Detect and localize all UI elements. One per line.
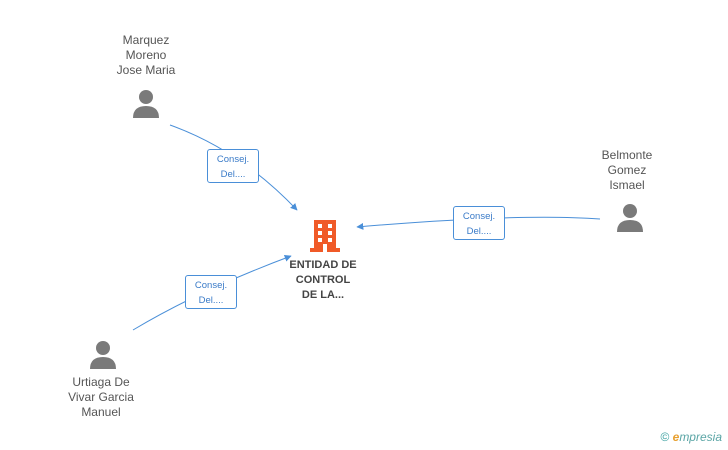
company-name-line: ENTIDAD DE [289, 259, 357, 271]
person-name-line: Manuel [81, 405, 121, 419]
role-box-belmonte[interactable]: Consej. Del.... [453, 206, 505, 240]
footer-brand[interactable]: © empresia [660, 430, 722, 444]
person-name-line: Jose Maria [116, 63, 176, 77]
person-name-line: Moreno [125, 48, 167, 62]
brand-name: mpresia [679, 430, 722, 444]
role-box-urtiaga[interactable]: Consej. Del.... [185, 275, 237, 309]
person-name-line: Urtiaga De [72, 375, 130, 389]
copyright-icon: © [660, 430, 670, 444]
person-icon[interactable] [130, 88, 162, 120]
company-name-line: CONTROL [295, 274, 351, 286]
person-label-marquez[interactable]: Marquez Moreno Jose Maria [86, 33, 206, 78]
company-label[interactable]: ENTIDAD DE CONTROL DE LA... [268, 258, 378, 303]
person-name-line: Ismael [609, 178, 645, 192]
person-icon[interactable] [87, 339, 119, 371]
role-line: Del.... [220, 169, 246, 180]
brand-initial: e [672, 430, 680, 444]
person-name-line: Gomez [607, 163, 647, 177]
person-label-urtiaga[interactable]: Urtiaga De Vivar Garcia Manuel [41, 375, 161, 420]
person-icon[interactable] [614, 202, 646, 234]
person-name-line: Belmonte [601, 148, 653, 162]
role-line: Del.... [466, 226, 492, 237]
role-line: Consej. [194, 280, 228, 291]
role-line: Consej. [462, 211, 496, 222]
person-name-line: Vivar Garcia [68, 390, 134, 404]
role-line: Del.... [198, 295, 224, 306]
building-icon[interactable] [310, 218, 340, 252]
person-label-belmonte[interactable]: Belmonte Gomez Ismael [567, 148, 687, 193]
person-name-line: Marquez [122, 33, 170, 47]
role-box-marquez[interactable]: Consej. Del.... [207, 149, 259, 183]
company-name-line: DE LA... [301, 289, 345, 301]
role-line: Consej. [216, 154, 250, 165]
